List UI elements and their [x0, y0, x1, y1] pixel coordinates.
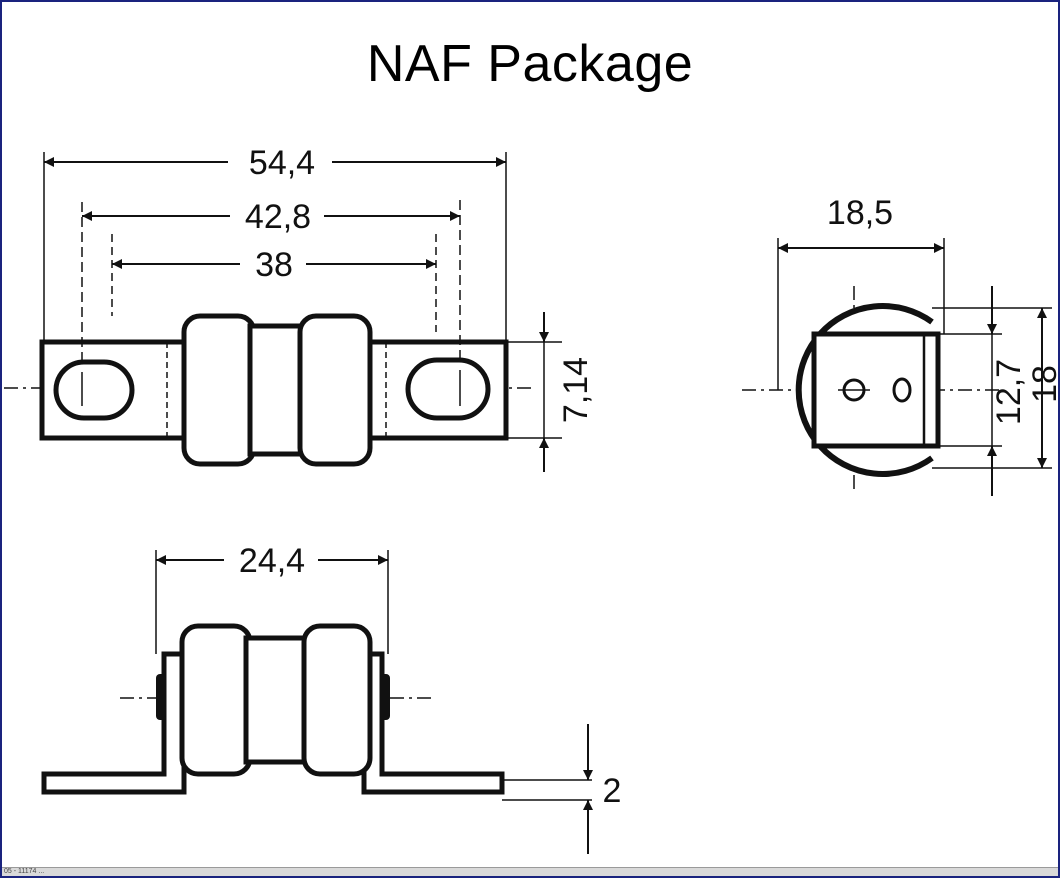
end-view-dimensions [777, 238, 1052, 496]
top-view-dimensions [43, 152, 562, 472]
page-title: NAF Package [366, 35, 694, 93]
end-tag [811, 331, 941, 449]
dim-label-bottom-body-length: 24,4 [239, 542, 305, 580]
body-cap-right [301, 623, 373, 777]
left-solder-mark [156, 674, 166, 720]
dim-label-body-diameter: 18,5 [827, 194, 893, 232]
dim-label-tag-thickness: 2 [603, 772, 622, 810]
status-strip: 05 - 11174 ... [2, 867, 1058, 876]
body-middle [243, 635, 311, 765]
dim-label-overall-height: 18 [1026, 365, 1058, 403]
dim-label-tag-height: 12,7 [990, 359, 1028, 425]
top-side-view [4, 313, 532, 467]
body-cap-left [181, 313, 257, 467]
slot-hole [892, 377, 912, 403]
left-slot [53, 359, 135, 421]
body-cap-right [297, 313, 373, 467]
dim-label-hole-distance: 42,8 [245, 198, 311, 236]
bottom-front-view [41, 623, 592, 801]
right-slot [405, 357, 491, 421]
right-solder-mark [380, 674, 390, 720]
dim-label-overall-length: 54,4 [249, 144, 315, 182]
dim-label-body-length: 38 [255, 246, 293, 284]
status-strip-text: 05 - 11174 ... [4, 868, 45, 875]
end-view [742, 286, 1002, 492]
bottom-view-dimensions [155, 550, 593, 854]
dim-label-tag-width: 7,14 [557, 357, 595, 423]
body-cap-left [179, 623, 253, 777]
